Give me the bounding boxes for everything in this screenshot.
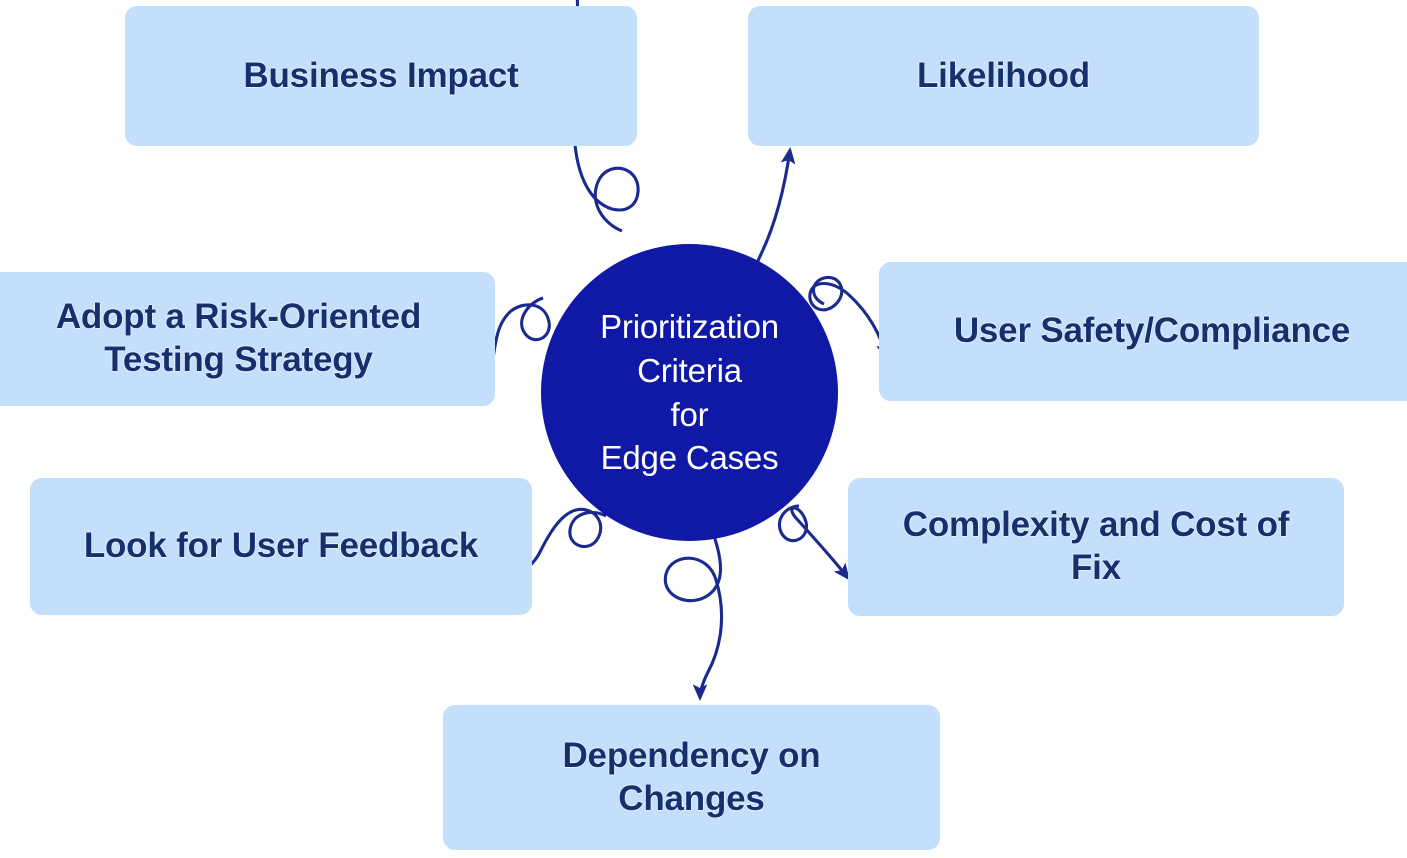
node-label-likelihood: Likelihood: [916, 55, 1090, 95]
center-hub-label: Prioritization Criteria for Edge Cases: [600, 307, 779, 477]
node-label-risk-strategy: Adopt a Risk-Oriented Testing Strategy: [55, 297, 422, 379]
node-label-dependency: Dependency on Changes: [562, 735, 821, 818]
node-risk-strategy[interactable]: Adopt a Risk-Oriented Testing Strategy: [0, 272, 495, 406]
node-label-user-safety: User Safety/Compliance: [953, 311, 1351, 351]
connector-center-to-complexity-cost: [777, 504, 850, 581]
node-label-business-impact: Business Impact: [243, 55, 519, 95]
node-business-impact[interactable]: Business Impact: [125, 6, 637, 146]
node-likelihood[interactable]: Likelihood: [748, 6, 1259, 146]
center-hub-circle[interactable]: Prioritization Criteria for Edge Cases: [541, 244, 838, 541]
node-label-complexity-cost: Complexity and Cost of Fix: [902, 505, 1290, 587]
node-complexity-cost[interactable]: Complexity and Cost of Fix: [848, 478, 1344, 616]
node-dependency[interactable]: Dependency on Changes: [443, 705, 940, 850]
node-user-safety[interactable]: User Safety/Compliance: [879, 262, 1407, 401]
connector-center-to-dependency: [663, 535, 724, 702]
node-label-user-feedback: Look for User Feedback: [83, 526, 479, 566]
node-user-feedback[interactable]: Look for User Feedback: [30, 478, 532, 615]
